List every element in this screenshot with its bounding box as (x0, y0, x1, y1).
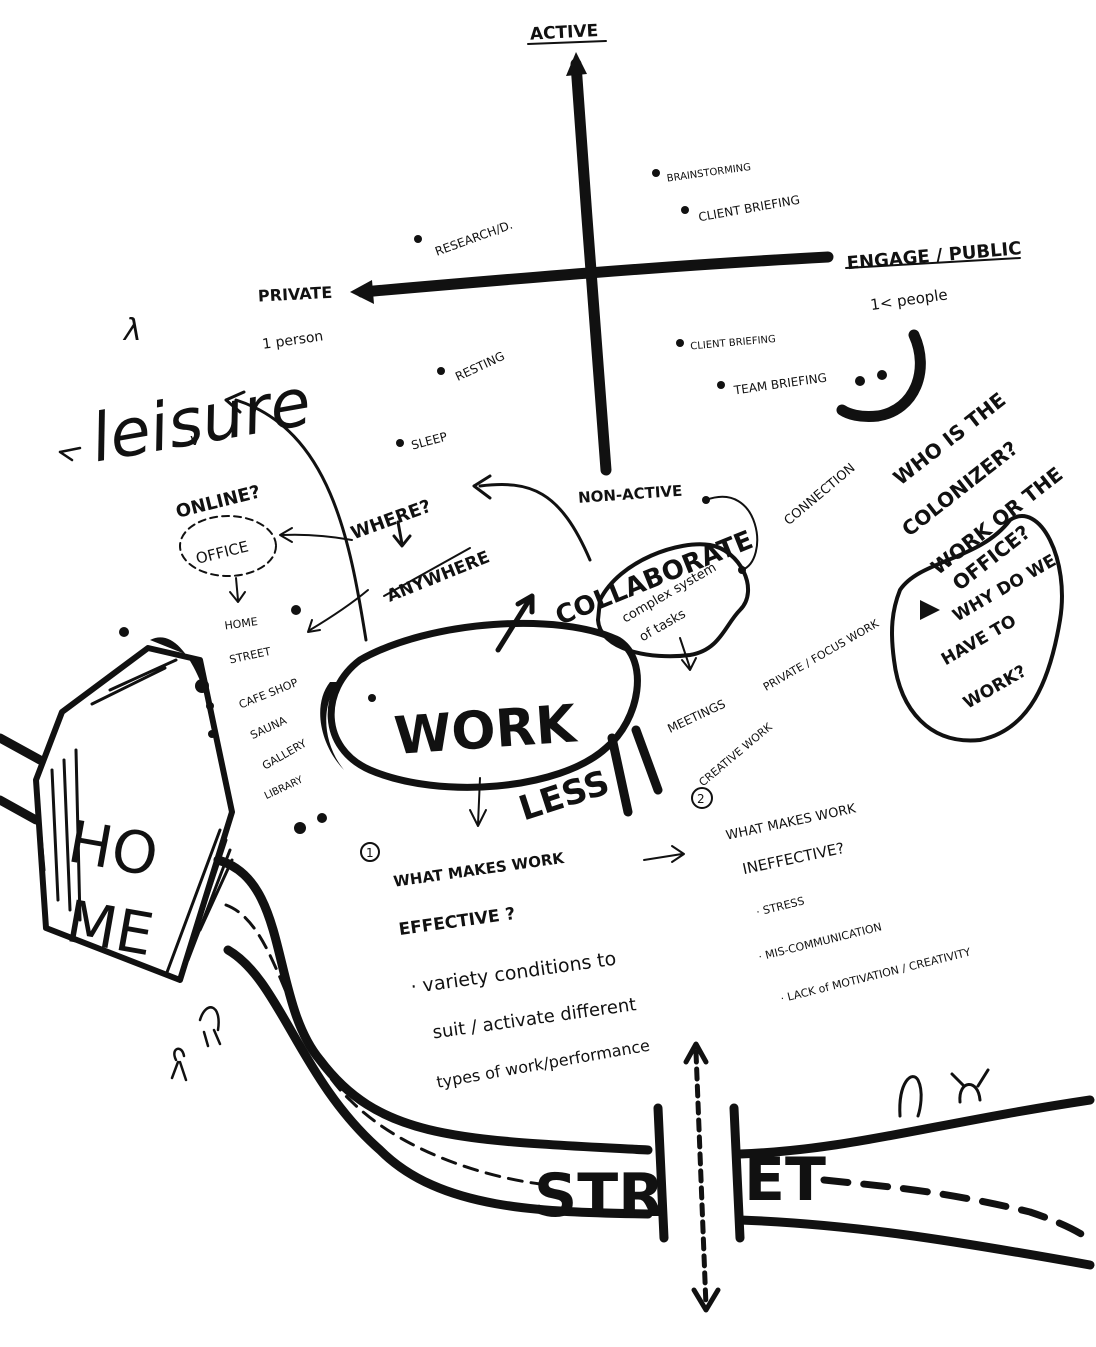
bullet-dot (652, 169, 660, 177)
up-arrow-icon (566, 52, 587, 76)
task-item: PRIVATE / FOCUS WORK (761, 617, 882, 694)
bullet-dot (702, 496, 710, 504)
less-legs (612, 730, 658, 812)
office-down-arrow-icon (230, 578, 245, 602)
axis-label-private: PRIVATE (258, 283, 333, 306)
quadrant-axes (350, 52, 828, 470)
home-house (0, 627, 327, 980)
arrow-to-places (310, 590, 368, 630)
item-client-briefing-top: CLIENT BRIEFING (697, 193, 801, 225)
bullet-dot (291, 605, 301, 615)
effective-note-3: types of work/performance (435, 1036, 651, 1092)
item-brainstorming: BRAINSTORMING (666, 162, 751, 185)
ineffective-number: 2 (697, 792, 705, 806)
effective-to-ineffective-arrow (644, 846, 684, 862)
place-item: STREET (228, 645, 272, 666)
effective-line-1: WHAT MAKES WORK (392, 849, 566, 891)
down-caret: v (190, 430, 199, 449)
home-line-2: ME (61, 887, 158, 969)
online-question: ONLINE? (174, 481, 263, 522)
arrow-to-office (282, 535, 352, 540)
arrow-to-where (480, 485, 590, 560)
bullet-dot (368, 694, 376, 702)
bullet-dot (676, 339, 684, 347)
ineffective-line-2: INEFFECTIVE? (741, 839, 846, 878)
why-question-2: HAVE TO (938, 611, 1020, 670)
item-sleep: SLEEP (410, 429, 449, 452)
bullet-dot (396, 439, 404, 447)
lambda-mark: λ (122, 313, 142, 348)
axis-label-engage-public: ENGAGE / PUBLIC (846, 238, 1022, 274)
effective-number: 1 (366, 846, 374, 860)
place-item: CAFE SHOP (237, 676, 300, 712)
leisure-label: leisure (85, 363, 316, 477)
leisure-left-arrow-icon (60, 448, 80, 460)
where-question: WHERE? (348, 496, 434, 544)
item-client-briefing-lower: CLIENT BRIEFING (690, 334, 776, 352)
bullet-dot (437, 367, 445, 375)
office-label: OFFICE (194, 537, 250, 567)
effective-line-2: EFFECTIVE ? (398, 904, 517, 940)
ineffective-line-1: WHAT MAKES WORK (725, 801, 858, 843)
ineffective-item: · STRESS (755, 894, 806, 919)
smiley-icon (842, 335, 920, 417)
item-team-briefing: TEAM BRIEFING (732, 371, 828, 398)
place-item: SAUNA (248, 714, 289, 742)
leisure-person-note: 1 person (261, 328, 324, 352)
places-list: HOME STREET CAFE SHOP SAUNA GALLERY LIBR… (224, 615, 309, 802)
why-question-3: WORK? (960, 661, 1030, 713)
ineffective-item: · LACK of MOTIVATION / CREATIVITY (779, 945, 972, 1005)
bullet-dot (681, 206, 689, 214)
axis-label-non-active: NON-ACTIVE (577, 482, 682, 507)
street-part-2: ET (744, 1145, 826, 1215)
item-research: RESEARCH/D. (433, 218, 514, 259)
street-part-1: STR (534, 1161, 664, 1231)
bullet-dot (717, 381, 725, 389)
task-item: CREATIVE WORK (696, 720, 775, 789)
item-resting: RESTING (453, 349, 507, 384)
bullet-dot (414, 235, 422, 243)
anywhere-label: ANYWHERE (384, 547, 493, 606)
task-item: MEETINGS (665, 697, 727, 736)
place-item: HOME (224, 615, 259, 633)
place-item: GALLERY (260, 737, 309, 773)
left-arrow-icon (350, 280, 374, 304)
effective-note-2: suit / activate different (431, 994, 637, 1043)
place-item: LIBRARY (263, 774, 306, 802)
road (218, 860, 1090, 1310)
work-label: WORK (392, 694, 579, 767)
ineffective-item: · MIS-COMMUNICATION (757, 920, 883, 963)
effective-note-1: · variety conditions to (409, 948, 617, 999)
pointer-arrow-icon (920, 600, 940, 620)
connection-label: CONNECTION (782, 461, 859, 529)
engage-note: 1< people (869, 285, 948, 314)
